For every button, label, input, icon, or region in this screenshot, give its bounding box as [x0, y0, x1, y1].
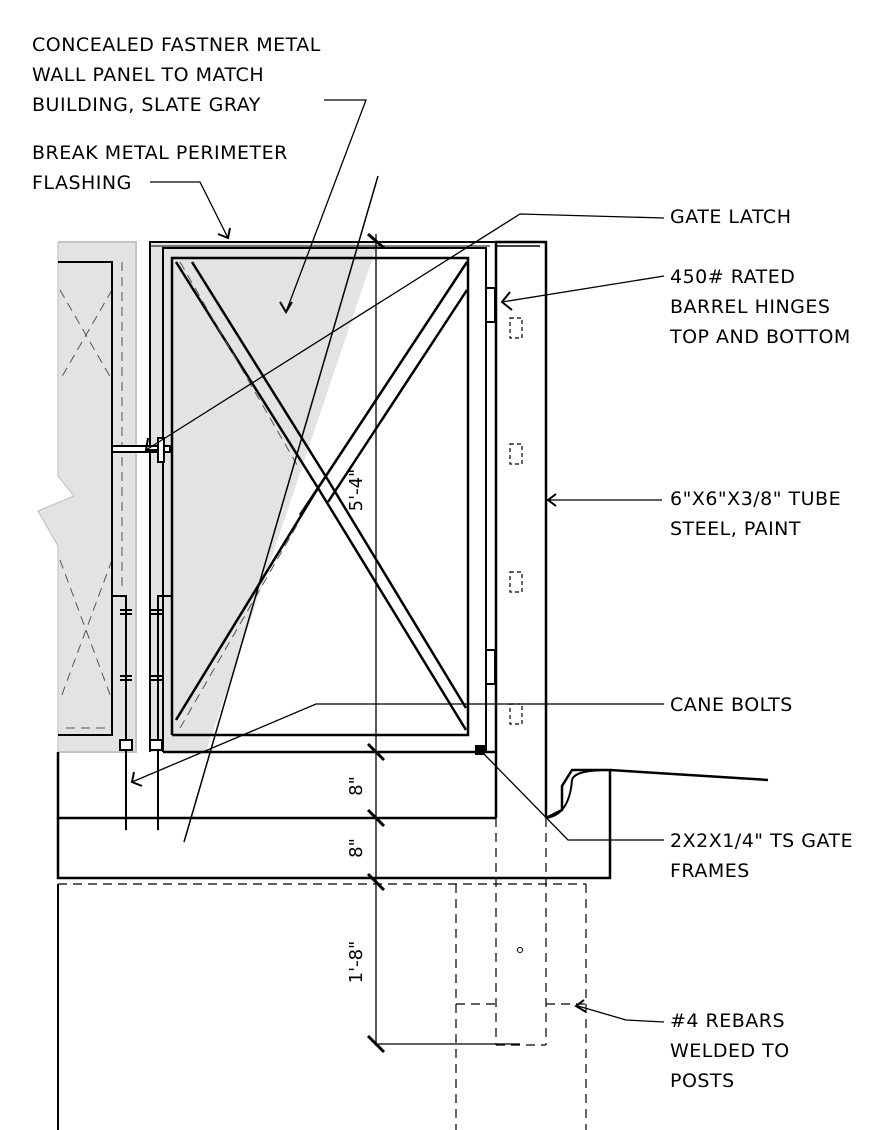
hinge-top: [485, 287, 496, 323]
leader-gate-latch: [145, 213, 665, 451]
callout-gate-frames: 2X2X1/4" TS GATE FRAMES: [670, 826, 853, 886]
callout-tube-steel-line-2: STEEL, PAINT: [670, 518, 802, 540]
gate-x-brace: [174, 261, 469, 731]
dim-gap-lower: 8": [346, 838, 367, 858]
cane-bolts: [112, 595, 172, 830]
panel-dashed-bracing: [59, 261, 301, 729]
callout-gate-frames-line-2: FRAMES: [670, 860, 750, 882]
arrow-wall-panel: [279, 301, 293, 314]
arrow-rebars: [574, 999, 587, 1013]
metal-wall-panel-shading: [37, 241, 378, 753]
callout-hinges-line-1: 450# RATED: [670, 266, 796, 288]
dim-gap-upper: 8": [346, 776, 367, 796]
callout-wall-panel-line-3: BUILDING, SLATE GRAY: [32, 94, 261, 116]
callout-rebars: #4 REBARS WELDED TO POSTS: [670, 1006, 790, 1096]
arrow-tube-steel: [546, 493, 557, 507]
post-slots: [509, 317, 523, 725]
callout-cane-bolts: CANE BOLTS: [670, 690, 793, 720]
callout-gate-latch: GATE LATCH: [670, 202, 792, 232]
footing-and-rebar: [58, 818, 587, 1130]
callout-cane-bolts-line-1: CANE BOLTS: [670, 694, 793, 716]
perimeter-flashing: [149, 241, 496, 752]
arrow-gate-frames: [475, 745, 485, 755]
callout-flashing: BREAK METAL PERIMETER FLASHING: [32, 138, 288, 198]
callout-gate-frames-line-1: 2X2X1/4" TS GATE: [670, 830, 854, 852]
callout-rebars-line-3: POSTS: [670, 1070, 735, 1092]
arrow-gate-latch: [144, 437, 158, 451]
callout-flashing-line-2: FLASHING: [32, 172, 132, 194]
callout-rebars-line-1: #4 REBARS: [670, 1010, 786, 1032]
barrel-hinges: [485, 287, 496, 685]
left-gate-frame: [58, 241, 137, 753]
callout-tube-steel: 6"X6"X3/8" TUBE STEEL, PAINT: [670, 484, 841, 544]
leader-rebars: [577, 1005, 665, 1023]
gate-panel-fill: [150, 242, 378, 752]
dim-gate-height: 5'-4": [346, 469, 367, 512]
leader-cane-bolts: [131, 703, 664, 783]
callout-hinges-line-3: TOP AND BOTTOM: [670, 326, 851, 348]
concrete-curb-and-slab: [56, 752, 769, 880]
callout-rebars-line-2: WELDED TO: [670, 1040, 790, 1062]
leader-gate-frames: [481, 751, 664, 841]
hinge-bottom: [485, 649, 496, 685]
section-line: [183, 175, 379, 843]
callout-wall-panel-line-1: CONCEALED FASTNER METAL: [32, 34, 321, 56]
dimension-line: [375, 234, 520, 1046]
tube-steel-post: [494, 240, 548, 818]
callout-hinges-line-2: BARREL HINGES: [670, 296, 831, 318]
callout-tube-steel-line-1: 6"X6"X3/8" TUBE: [670, 488, 842, 510]
callout-hinges: 450# RATED BARREL HINGES TOP AND BOTTOM: [670, 262, 851, 352]
arrow-flashing: [217, 227, 231, 240]
leader-arrowheads: [130, 227, 587, 1013]
arrow-hinges: [500, 291, 513, 311]
leader-wall-panel: [285, 99, 367, 313]
dim-footing-depth: 1'-8": [346, 941, 367, 984]
arrow-cane-bolts: [130, 771, 143, 787]
rebar-dot: [517, 947, 523, 953]
callout-wall-panel-line-2: WALL PANEL TO MATCH: [32, 64, 265, 86]
leader-flashing: [150, 181, 229, 239]
leader-hinges: [501, 275, 665, 303]
callout-gate-latch-line-1: GATE LATCH: [670, 206, 792, 228]
gate-frame: [162, 247, 496, 754]
dimension-ticks: [366, 232, 386, 1054]
callout-flashing-line-1: BREAK METAL PERIMETER: [32, 142, 288, 164]
leader-lines: [131, 99, 665, 1023]
callout-wall-panel: CONCEALED FASTNER METAL WALL PANEL TO MA…: [32, 30, 321, 120]
